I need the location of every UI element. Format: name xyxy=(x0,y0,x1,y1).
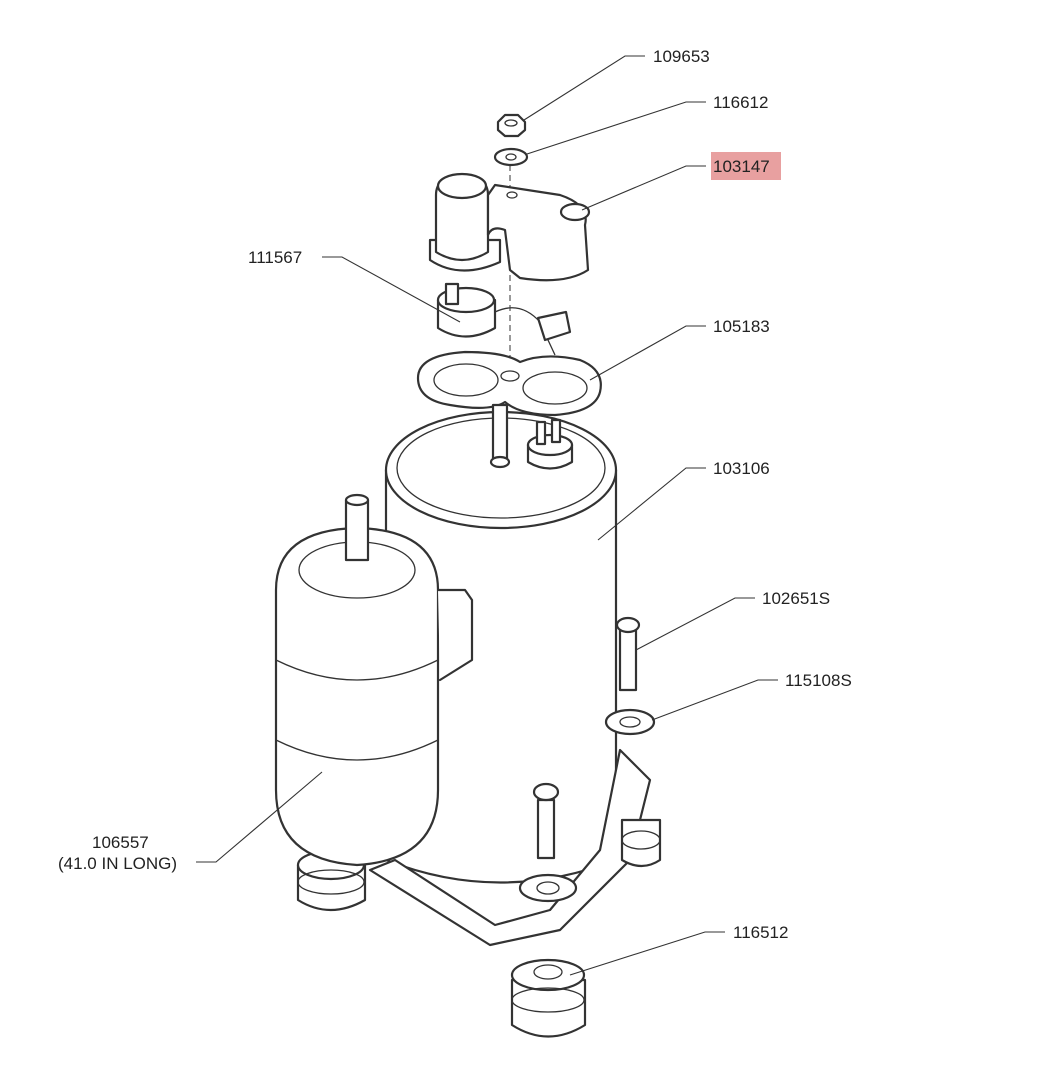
label-111567: 111567 xyxy=(248,248,302,267)
label-116612: 116612 xyxy=(713,93,768,112)
leader-111567 xyxy=(322,256,461,323)
label-115108s: 115108S xyxy=(785,671,852,690)
mounting-bracket xyxy=(368,748,652,947)
washer-116612 xyxy=(493,147,529,167)
rubber-foot-right xyxy=(620,818,662,868)
leader-106557 xyxy=(196,771,323,863)
label-103106: 103106 xyxy=(713,459,770,478)
label-105183: 105183 xyxy=(713,317,770,336)
bolt-102651s xyxy=(615,616,641,692)
label-109653: 109653 xyxy=(653,47,710,66)
leader-102651s xyxy=(635,597,755,651)
label-106557: 106557 xyxy=(92,833,149,852)
washer-front xyxy=(518,873,578,903)
highlight-103147 xyxy=(711,152,781,180)
rubber-foot-left xyxy=(296,849,367,911)
rubber-foot-116512 xyxy=(510,958,587,1038)
leader-109653 xyxy=(523,55,645,121)
nut-109653 xyxy=(496,113,527,138)
label-106557-note: (41.0 IN LONG) xyxy=(58,854,177,873)
leader-103147 xyxy=(581,165,706,211)
label-116512: 116512 xyxy=(733,923,788,942)
bolt-front xyxy=(532,782,560,860)
thermal-protector-111567 xyxy=(436,282,572,356)
gasket-105183 xyxy=(416,350,602,417)
leader-103106 xyxy=(597,467,706,541)
leader-116512 xyxy=(569,931,725,976)
label-102651s: 102651S xyxy=(762,589,830,608)
compressor-shell-103106 xyxy=(384,403,618,884)
leader-105183 xyxy=(589,325,706,381)
leader-116612 xyxy=(526,101,706,155)
accumulator-106557 xyxy=(274,493,474,867)
terminal-cover-103147 xyxy=(428,172,591,282)
label-103147: 103147 xyxy=(713,157,770,176)
leader-115108s xyxy=(651,679,778,721)
washer-115108s xyxy=(604,708,656,736)
